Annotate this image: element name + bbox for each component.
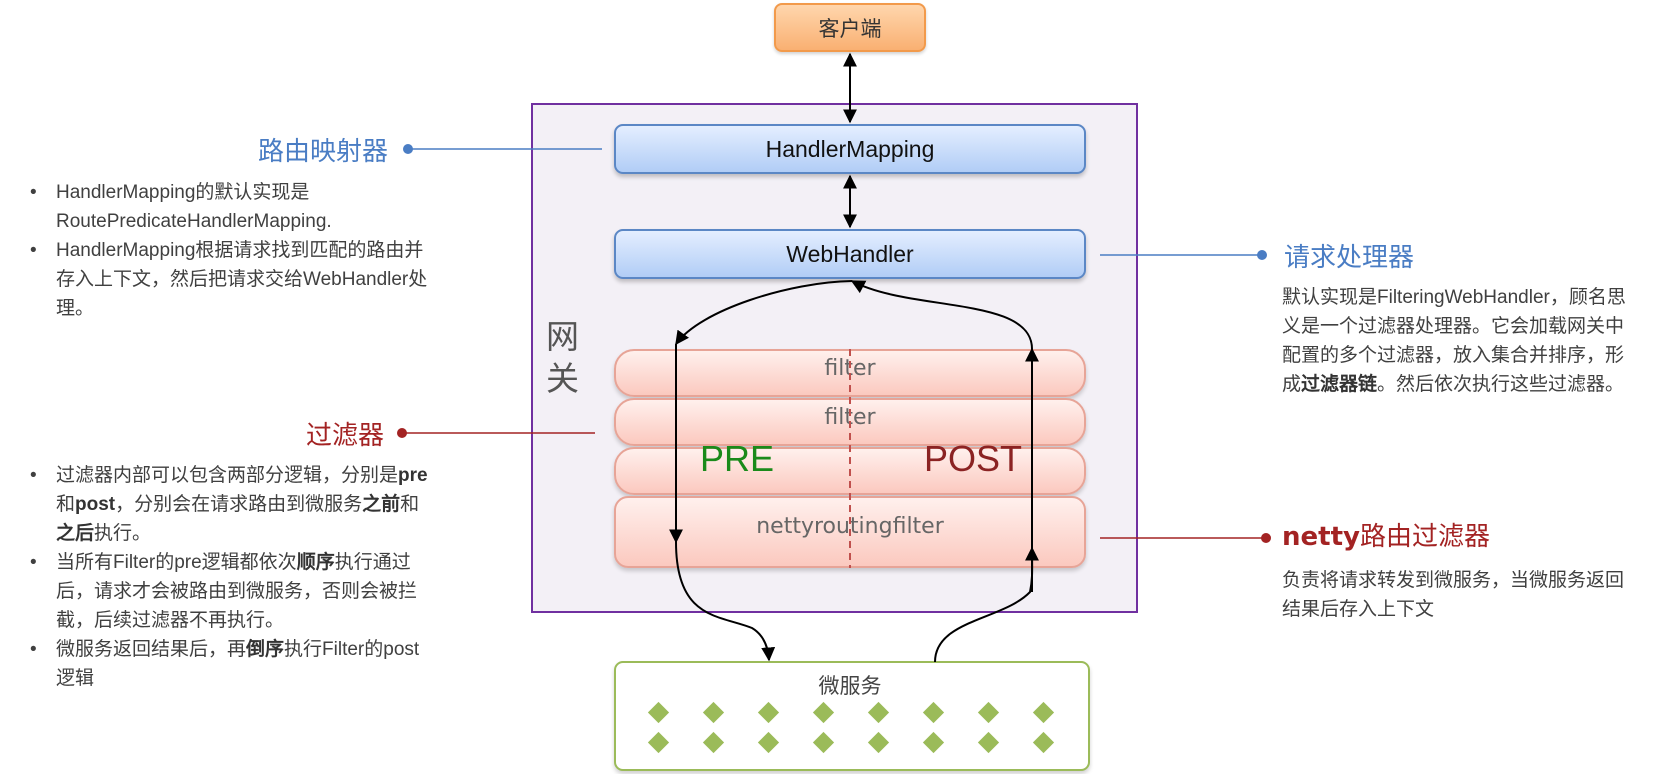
netty-routing-heading: netty路由过滤器	[1282, 522, 1490, 552]
microservice-instances	[647, 701, 1055, 754]
routing-mapper-heading: 路由映射器	[258, 137, 389, 167]
routing-leader-dot	[403, 144, 413, 154]
service-diamond	[647, 731, 670, 754]
pre-label: PRE	[700, 438, 775, 479]
service-diamond	[812, 701, 835, 724]
handler-mapping-node[interactable]: HandlerMapping	[614, 124, 1086, 174]
request-handler-heading: 请求处理器	[1284, 243, 1415, 273]
note-item: HandlerMapping根据请求找到匹配的路由并存入上下文，然后把请求交给W…	[30, 236, 436, 323]
service-diamond	[867, 731, 890, 754]
service-diamond	[867, 701, 890, 724]
service-diamond	[702, 701, 725, 724]
microservice-label: 微服务	[818, 675, 882, 698]
service-diamond	[1032, 731, 1055, 754]
filter-heading: 过滤器	[306, 421, 385, 451]
filter-leader-dot	[397, 428, 407, 438]
service-diamond	[647, 701, 670, 724]
microservice-node[interactable]	[614, 661, 1090, 771]
service-diamond	[757, 731, 780, 754]
from-microservice-arrow	[934, 546, 1040, 663]
service-diamond	[977, 701, 1000, 724]
service-diamond	[922, 731, 945, 754]
note-item: 过滤器内部可以包含两部分逻辑，分别是pre和post，分别会在请求路由到微服务之…	[30, 461, 434, 548]
request-handler-desc: 默认实现是FilteringWebHandler，顾名思义是一个过滤器处理器。它…	[1282, 287, 1626, 395]
service-diamond	[922, 701, 945, 724]
service-diamond	[812, 731, 835, 754]
post-label: POST	[924, 438, 1023, 479]
netty-leader-dot	[1261, 533, 1271, 543]
service-diamond	[702, 731, 725, 754]
response-flow-arrow	[850, 280, 1033, 350]
note-item: 当所有Filter的pre逻辑都依次顺序执行通过后，请求才会被路由到微服务，否则…	[30, 548, 434, 635]
client-node[interactable]: 客户端	[774, 3, 926, 52]
netty-routing-desc: 负责将请求转发到微服务，当微服务返回结果后存入上下文	[1282, 570, 1625, 620]
web-handler-node[interactable]: WebHandler	[614, 229, 1086, 279]
service-diamond	[1032, 701, 1055, 724]
service-diamond	[977, 731, 1000, 754]
to-microservice-arrow	[675, 541, 776, 662]
note-item: 微服务返回结果后，再倒序执行Filter的post逻辑	[30, 635, 434, 693]
handler-leader-dot	[1257, 250, 1267, 260]
request-flow-arrow	[675, 280, 853, 346]
routing-mapper-notes: HandlerMapping的默认实现是RoutePredicateHandle…	[30, 178, 436, 323]
note-item: HandlerMapping的默认实现是RoutePredicateHandle…	[30, 178, 436, 236]
gateway-label: 网关	[546, 317, 579, 398]
filter-notes: 过滤器内部可以包含两部分逻辑，分别是pre和post，分别会在请求路由到微服务之…	[30, 461, 434, 693]
service-diamond	[757, 701, 780, 724]
